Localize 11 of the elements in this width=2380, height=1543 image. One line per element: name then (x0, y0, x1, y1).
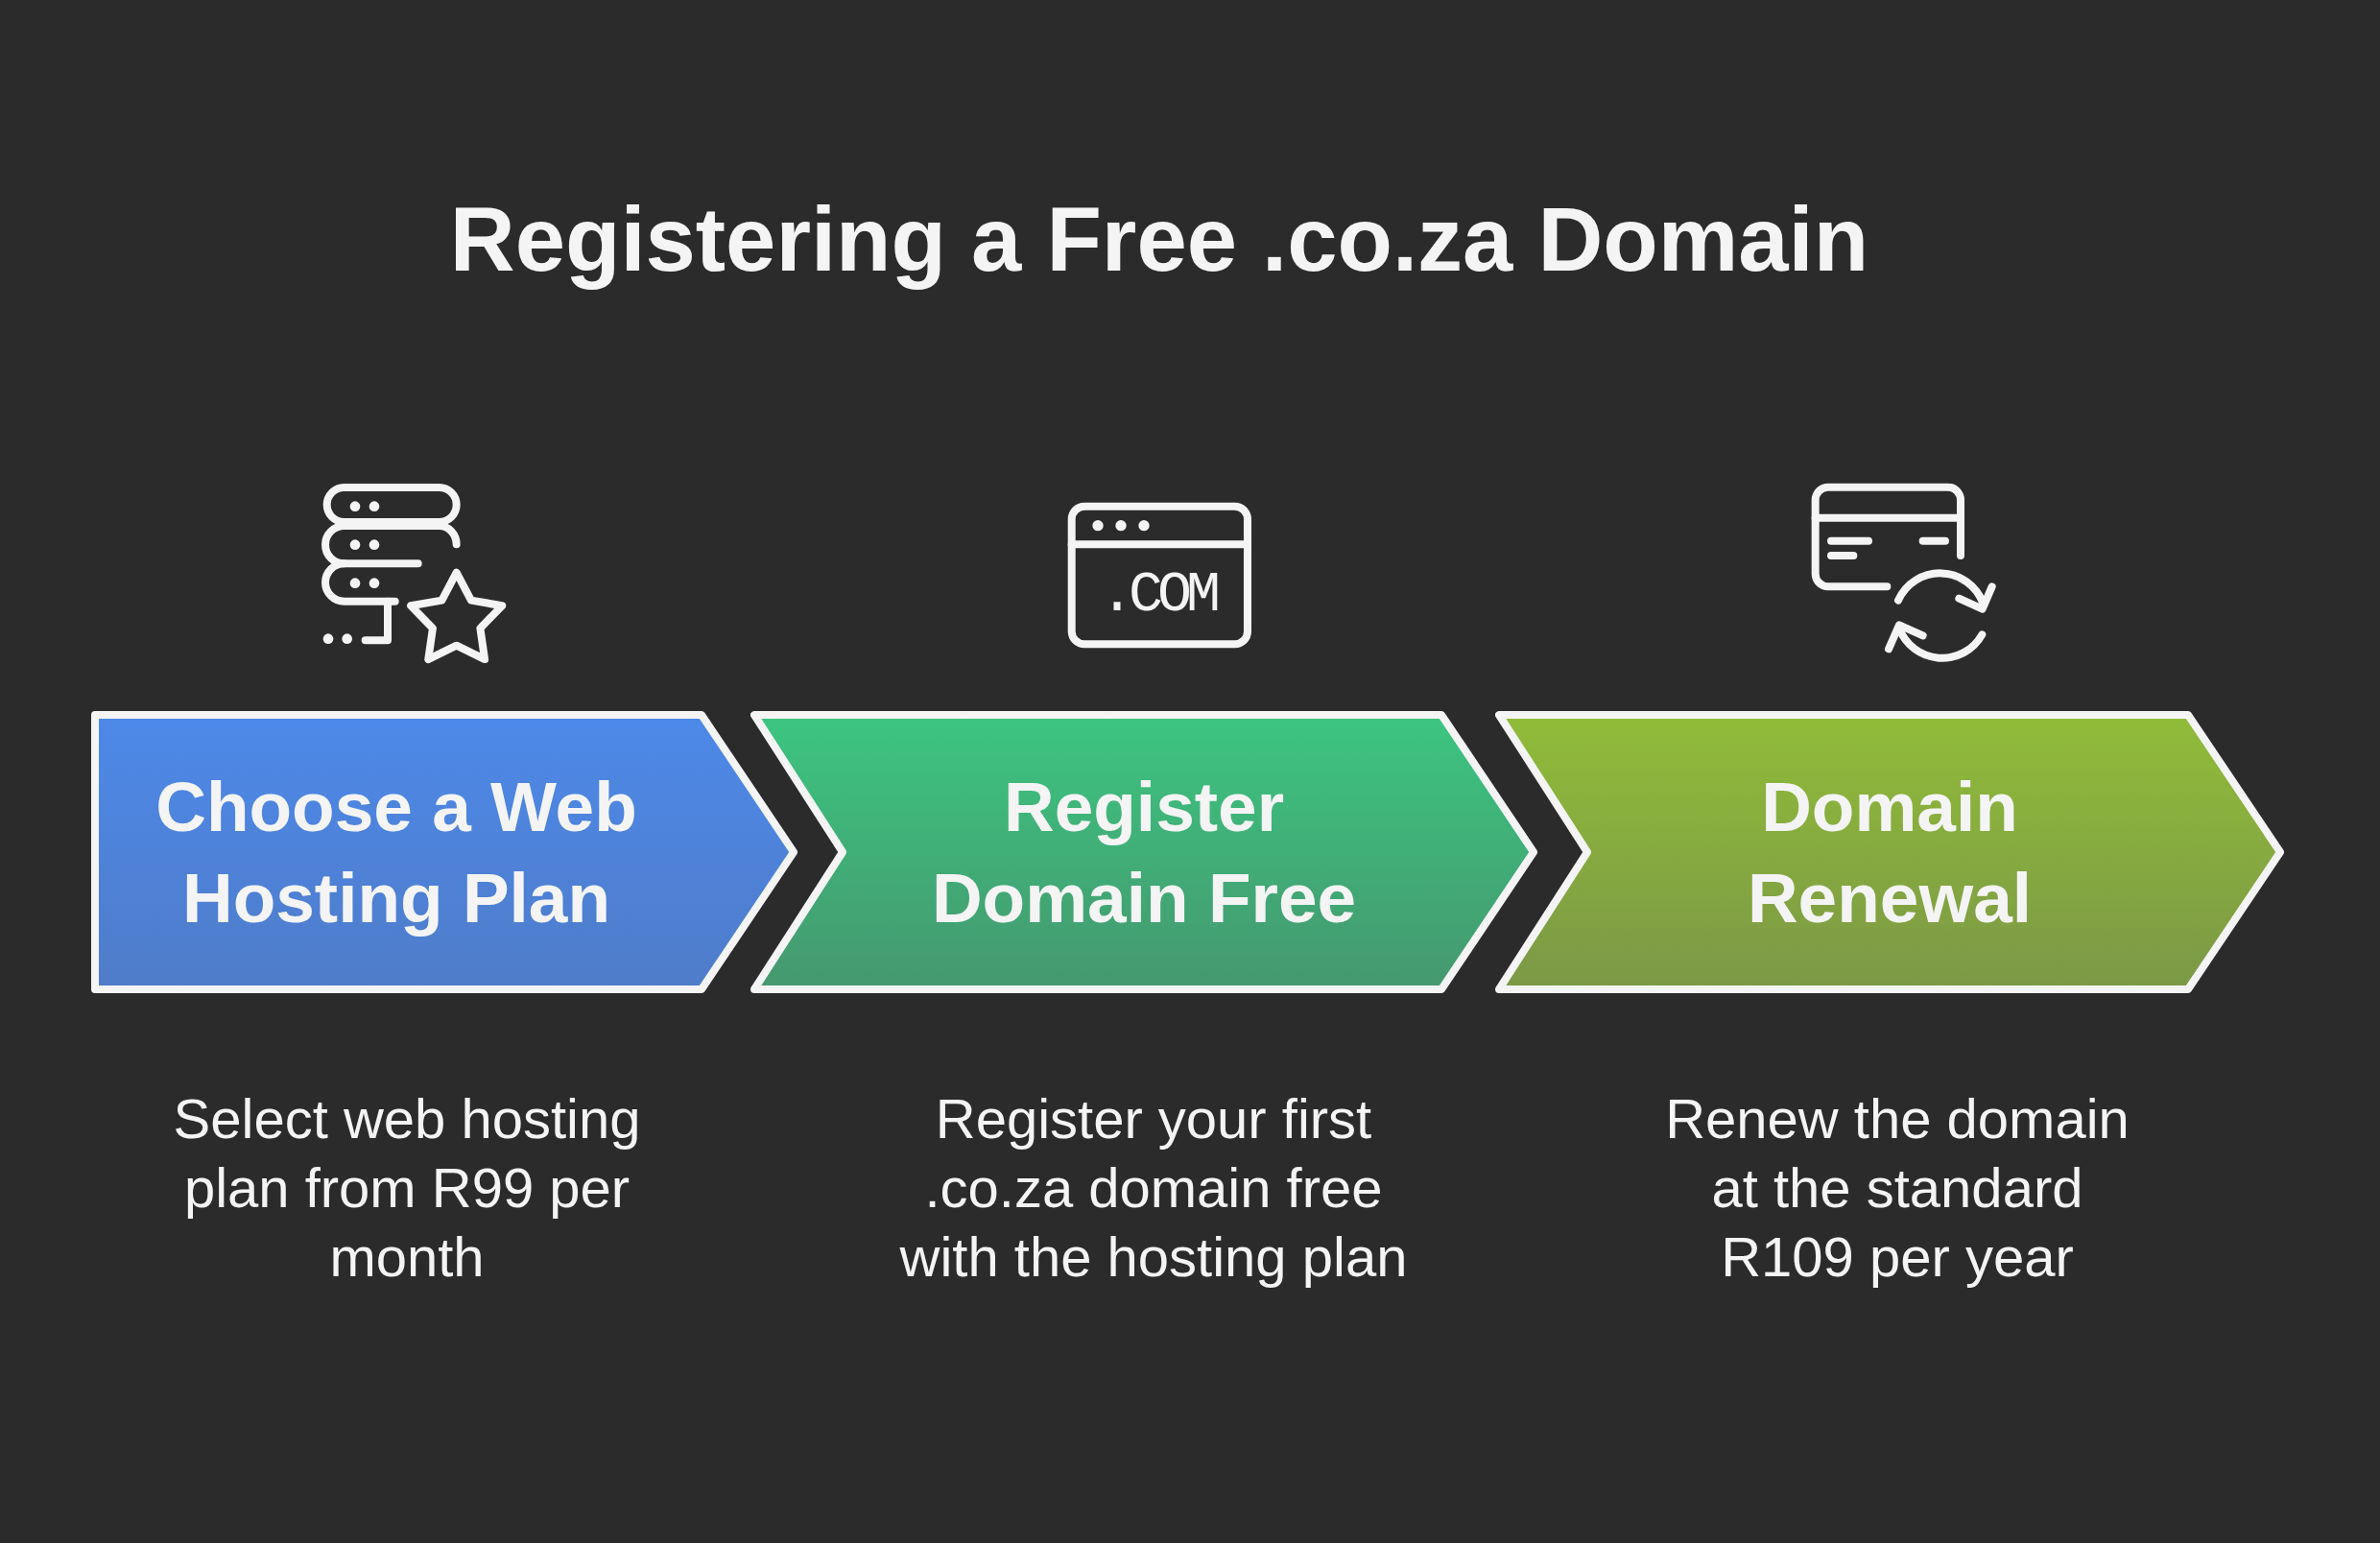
chevron-step (91, 711, 797, 993)
step-description: Register your first .co.za domain free with the hosting plan (898, 1086, 1409, 1290)
step-description: Renew the domain at the standard R109 per year (1664, 1086, 2130, 1290)
icon-text: .COM (1100, 566, 1216, 624)
diagram-title: Registering a Free .co.za Domain (449, 188, 1869, 292)
chevron-step (750, 711, 1537, 993)
step-title: Register Domain Free (930, 767, 1358, 938)
step-description: Select web hosting plan from R99 per month (172, 1086, 642, 1290)
step-title: Domain Renewal (1746, 767, 2034, 938)
step-title: Choose a Web Hosting Plan (155, 767, 638, 938)
chevron-step (1495, 711, 2284, 993)
